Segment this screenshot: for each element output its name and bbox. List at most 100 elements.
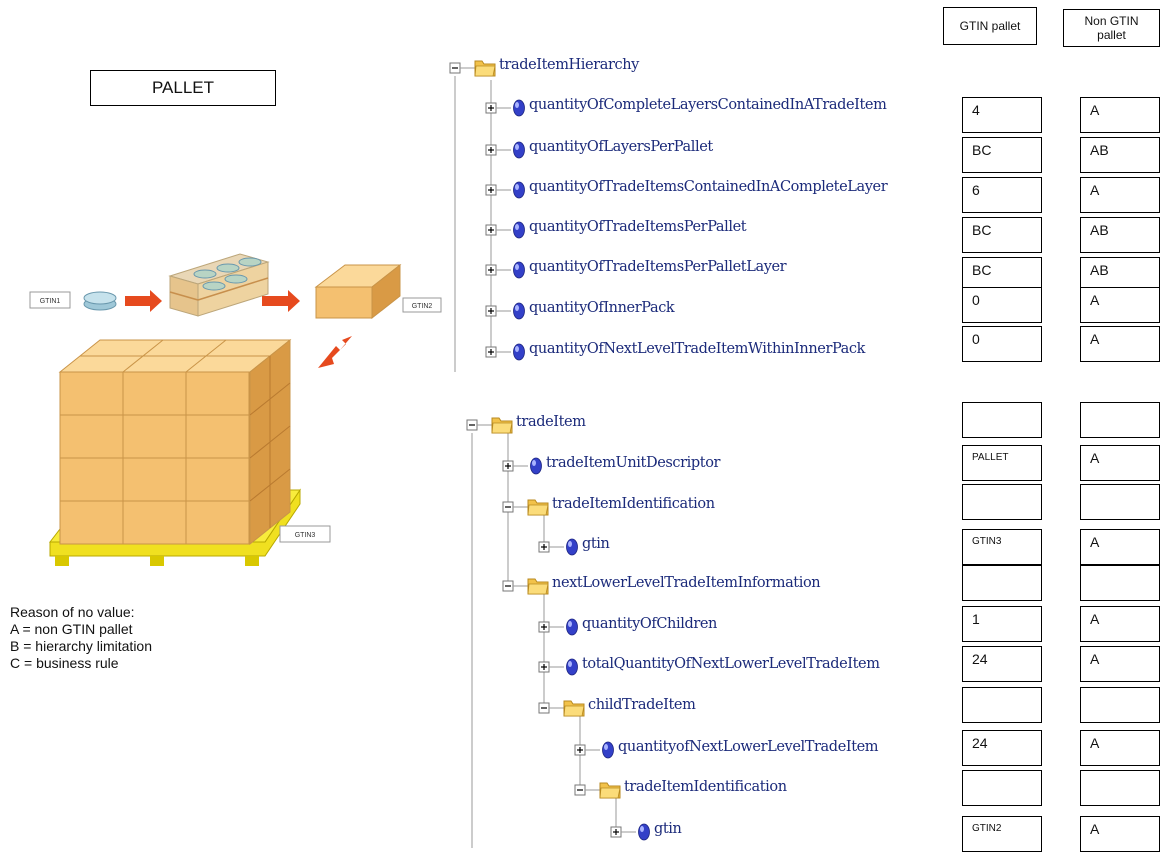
open-case: [168, 253, 270, 317]
gtin2-tag: [402, 297, 442, 313]
pallet-box: [185, 371, 250, 416]
tree-node-label[interactable]: quantityOfLayersPerPallet: [529, 139, 713, 155]
tree-node-label[interactable]: tradeItemHierarchy: [499, 57, 639, 73]
bullet-highlight: [515, 346, 519, 352]
tree-node-label[interactable]: quantityOfTradeItemsPerPallet: [529, 219, 747, 235]
element-bullet-icon: [513, 302, 525, 320]
non-gtin-pallet-value: A: [1080, 646, 1160, 682]
arrow-right-2: [262, 290, 300, 312]
expand-plus-icon[interactable]: [538, 541, 550, 553]
gtin-pallet-value: 24: [962, 646, 1042, 682]
bullet-highlight: [515, 184, 519, 190]
folder-flap: [599, 787, 621, 799]
non-gtin-pallet-value: A: [1080, 326, 1160, 362]
tree-node-label[interactable]: quantityOfInnerPack: [529, 300, 675, 316]
gtin-pallet-value: BC: [962, 137, 1042, 173]
legend-a: A = non GTIN pallet: [10, 621, 133, 637]
legend-title: Reason of no value:: [10, 604, 135, 620]
non-gtin-pallet-value: A: [1080, 816, 1160, 852]
bullet-highlight: [515, 264, 519, 270]
tree-node-label[interactable]: tradeItemUnitDescriptor: [546, 455, 721, 471]
expand-plus-icon[interactable]: [485, 102, 497, 114]
bullet-highlight: [515, 224, 519, 230]
closed-case: [314, 263, 402, 320]
tree-node-label[interactable]: quantityOfCompleteLayersContainedInATrad…: [529, 97, 887, 113]
gtin-pallet-value: [962, 402, 1042, 438]
non-gtin-pallet-value: A: [1080, 287, 1160, 323]
gtin-pallet-value: 0: [962, 326, 1042, 362]
tree-node-label[interactable]: gtin: [654, 821, 682, 837]
expand-plus-icon[interactable]: [485, 184, 497, 196]
tree-node-label[interactable]: nextLowerLevelTradeItemInformation: [552, 575, 821, 591]
bullet-highlight: [568, 661, 572, 667]
non-gtin-pallet-value: A: [1080, 177, 1160, 213]
expand-plus-icon[interactable]: [485, 305, 497, 317]
tree-node-label[interactable]: quantityofNextLowerLevelTradeItem: [618, 739, 879, 755]
folder-flap: [491, 422, 513, 434]
expand-plus-icon[interactable]: [485, 144, 497, 156]
element-bullet-icon: [513, 221, 525, 239]
non-gtin-pallet-value: A: [1080, 606, 1160, 642]
gtin-pallet-value: 24: [962, 730, 1042, 766]
gtin3-tag-text: GTIN3: [295, 532, 316, 539]
gtin-pallet-value: [962, 484, 1042, 520]
element-bullet-icon: [513, 261, 525, 279]
legend: Reason of no value: A = non GTIN pallet …: [10, 604, 152, 672]
bullet-highlight: [568, 541, 572, 547]
element-bullet-icon: [513, 141, 525, 159]
collapse-minus-icon[interactable]: [538, 702, 550, 714]
collapse-minus-icon[interactable]: [502, 580, 514, 592]
gtin1-tag: [29, 291, 71, 309]
gtin-pallet-value: 0: [962, 287, 1042, 323]
pallet-box: [59, 500, 124, 545]
pallet-label: PALLET: [90, 70, 276, 106]
pallet-box: [59, 371, 124, 416]
non-gtin-pallet-value: [1080, 402, 1160, 438]
gtin-pallet-value: PALLET: [962, 445, 1042, 481]
expand-plus-icon[interactable]: [610, 826, 622, 838]
expand-plus-icon[interactable]: [574, 744, 586, 756]
gtin-pallet-value: BC: [962, 217, 1042, 253]
tree-node-label[interactable]: childTradeItem: [588, 697, 696, 713]
bullet-highlight: [640, 826, 644, 832]
tree-node-label[interactable]: quantityOfTradeItemsPerPalletLayer: [529, 259, 787, 275]
tree-node-label[interactable]: quantityOfNextLevelTradeItemWithinInnerP…: [529, 341, 866, 357]
non-gtin-pallet-value: A: [1080, 529, 1160, 565]
gtin2-tag-text: GTIN2: [412, 303, 433, 310]
expand-plus-icon[interactable]: [485, 346, 497, 358]
tree-node-label[interactable]: gtin: [582, 536, 610, 552]
expand-plus-icon[interactable]: [485, 224, 497, 236]
legend-c: C = business rule: [10, 655, 119, 671]
tree-node-label[interactable]: quantityOfChildren: [582, 616, 717, 632]
element-bullet-icon: [513, 99, 525, 117]
tree-node-label[interactable]: quantityOfTradeItemsContainedInAComplete…: [529, 179, 888, 195]
element-bullet-icon: [513, 181, 525, 199]
non-gtin-pallet-value: A: [1080, 730, 1160, 766]
tree-node-label[interactable]: totalQuantityOfNextLowerLevelTradeItem: [582, 656, 880, 672]
pallet-box: [59, 457, 124, 502]
tree-node-label[interactable]: tradeItem: [516, 414, 586, 430]
expand-plus-icon[interactable]: [502, 460, 514, 472]
element-bullet-icon: [566, 538, 578, 556]
consumer-unit-disc-top: [83, 291, 117, 305]
arrow-down-left: [318, 336, 352, 368]
pallet-box: [122, 457, 187, 502]
expand-plus-icon[interactable]: [538, 621, 550, 633]
collapse-minus-icon[interactable]: [574, 784, 586, 796]
folder-flap: [527, 583, 549, 595]
folder-icon: [474, 60, 496, 77]
non-gtin-pallet-value: [1080, 484, 1160, 520]
expand-plus-icon[interactable]: [538, 661, 550, 673]
collapse-minus-icon[interactable]: [502, 501, 514, 513]
expand-plus-icon[interactable]: [485, 264, 497, 276]
non-gtin-pallet-value: [1080, 565, 1160, 601]
legend-b: B = hierarchy limitation: [10, 638, 153, 654]
pallet-box: [185, 414, 250, 459]
pallet-box: [122, 414, 187, 459]
gtin1-tag-text: GTIN1: [40, 298, 61, 305]
tree-node-label[interactable]: tradeItemIdentification: [552, 496, 715, 512]
folder-icon: [563, 700, 585, 717]
tree-node-label[interactable]: tradeItemIdentification: [624, 779, 787, 795]
folder-flap: [563, 705, 585, 717]
non-gtin-pallet-value: A: [1080, 97, 1160, 133]
